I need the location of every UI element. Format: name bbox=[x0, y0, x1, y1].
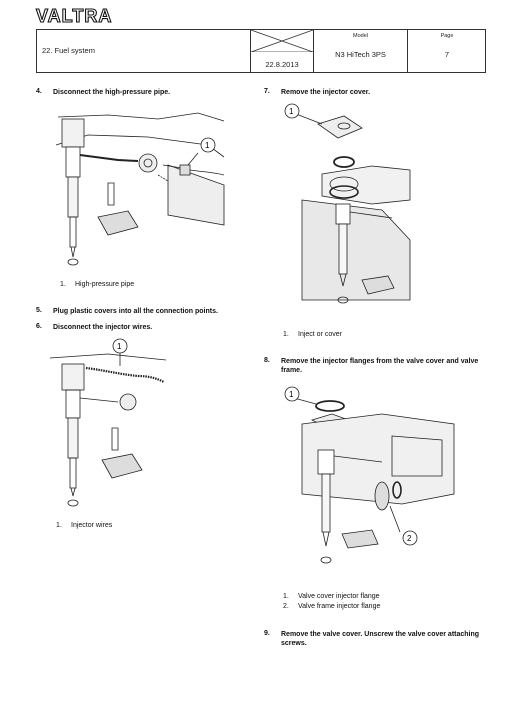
issue-date: 22.8.2013 bbox=[265, 60, 299, 69]
model-cell: Model N3 HiTech 3PS bbox=[314, 30, 408, 72]
page-cell: Page 7 bbox=[408, 30, 486, 72]
section-cell: 22. Fuel system bbox=[37, 30, 251, 72]
date-cell: 22.8.2013 bbox=[251, 30, 314, 72]
figure-injector-flanges: 1 2 bbox=[284, 386, 455, 564]
document-header-table: 22. Fuel system 22.8.2013 Model N3 HiTec… bbox=[36, 29, 486, 73]
page-number: 7 bbox=[444, 50, 450, 59]
model-value: N3 HiTech 3PS bbox=[335, 50, 386, 59]
figure-injector-cover: 1 bbox=[284, 103, 411, 304]
model-label: Model bbox=[353, 33, 368, 39]
callout-1: 1 bbox=[117, 342, 122, 351]
callout-1: 1 bbox=[289, 107, 294, 116]
callout-1: 1 bbox=[205, 141, 210, 150]
figure-high-pressure-pipe: 1 bbox=[55, 112, 225, 266]
callout-1: 1 bbox=[289, 390, 294, 399]
valtra-logo: VALTRA bbox=[35, 5, 113, 26]
callout-2: 2 bbox=[407, 534, 412, 543]
section-title: 22. Fuel system bbox=[42, 46, 95, 55]
page-label: Page bbox=[440, 33, 454, 39]
figure-injector-wires: 1 bbox=[49, 338, 167, 507]
cross-box-icon bbox=[251, 30, 314, 52]
